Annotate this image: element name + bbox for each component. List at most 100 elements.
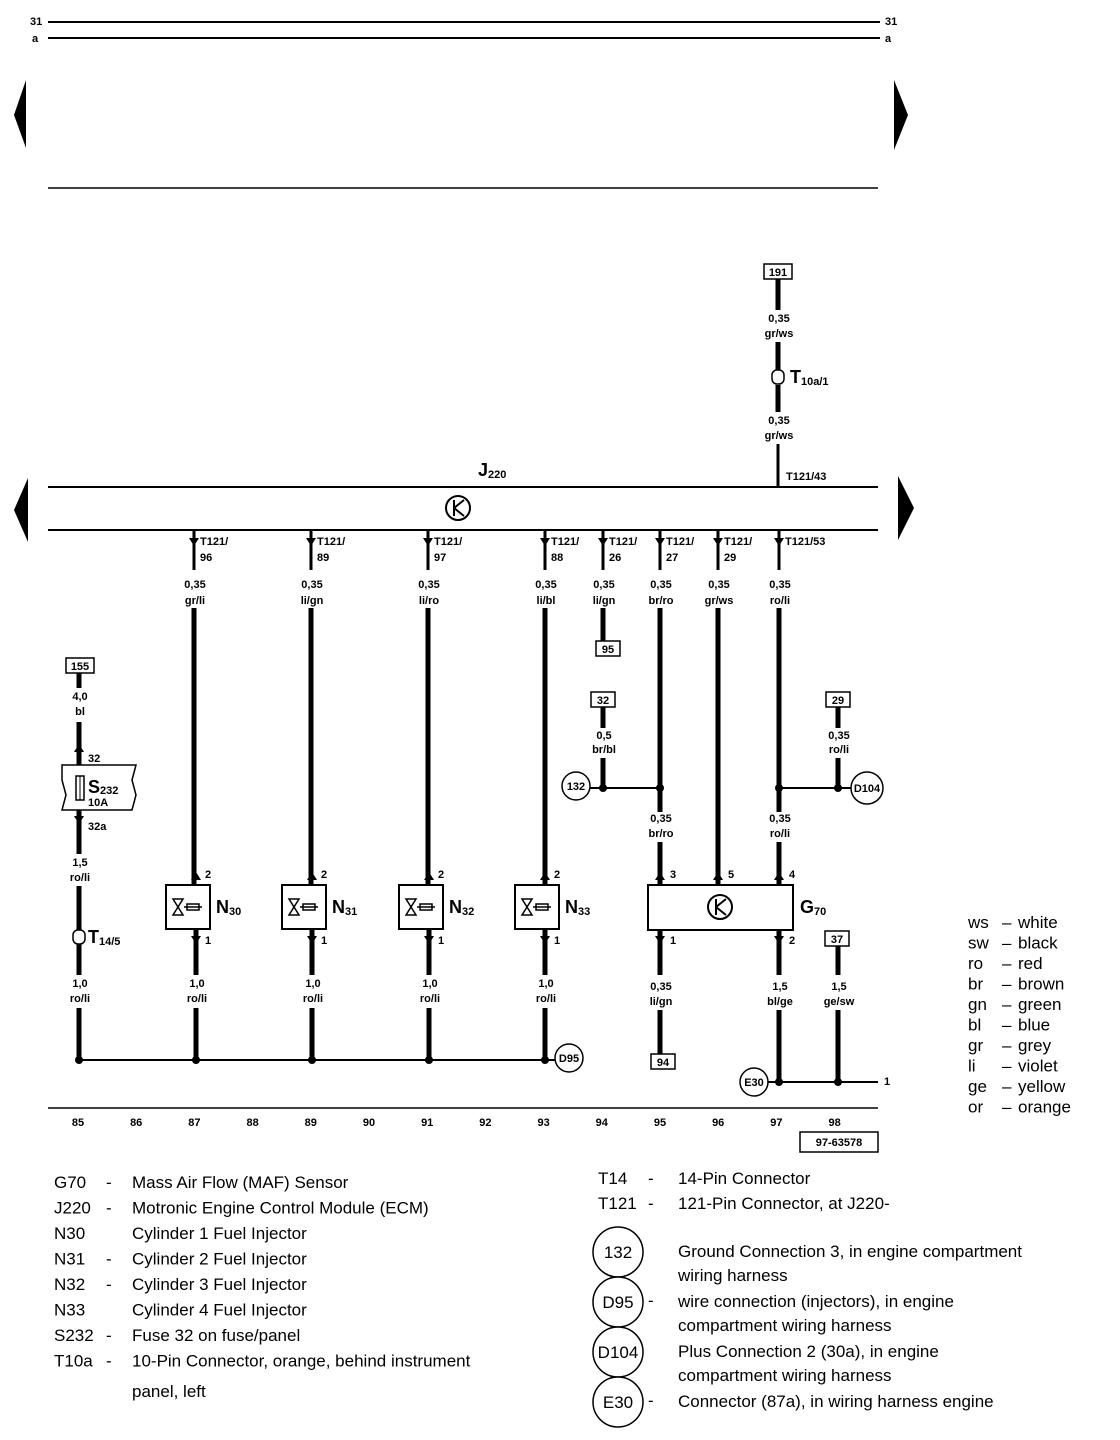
fuse-pin-in: 32: [88, 753, 100, 765]
g70-w3-gauge: 0,35: [650, 813, 671, 825]
legend-code: N33: [54, 1301, 85, 1320]
legend-code: G70: [54, 1173, 86, 1192]
legend-line2: compartment wiring harness: [678, 1316, 892, 1335]
svg-text:N32: N32: [449, 897, 474, 918]
color-dash: –: [1002, 995, 1012, 1014]
color-key: ws–whitesw–blackro–redbr–browngn–greenbl…: [967, 913, 1071, 1117]
legend-line2: wiring harness: [677, 1266, 788, 1285]
pin-num: 89: [317, 552, 329, 564]
fuse-sub: 232: [100, 785, 118, 797]
legend-line1: Ground Connection 3, in engine compartme…: [678, 1242, 1022, 1261]
injector-name: N: [565, 897, 578, 917]
pin-arrow-icon: [713, 538, 723, 546]
svg-text:S232: S232: [88, 777, 118, 797]
fuse-top-color: bl: [75, 706, 85, 718]
pin-arrow-icon: [189, 538, 199, 546]
t10a-label: T: [790, 367, 801, 387]
pin-label: T121/53: [785, 536, 825, 548]
pin-label: T121/: [200, 536, 228, 548]
next-page-arrow-icon-2[interactable]: [898, 476, 914, 540]
legend-line2: compartment wiring harness: [678, 1366, 892, 1385]
j220-sub: 220: [488, 469, 506, 481]
legend-circle-code: D95: [602, 1293, 633, 1312]
legend-code: T14: [598, 1169, 627, 1188]
ecm-pin-wires: T121/960,35gr/liT121/890,35li/gnT121/970…: [184, 530, 825, 885]
top-feed-lower-color: gr/ws: [765, 430, 794, 442]
e30-circle-icon: [739, 1067, 769, 1097]
injector-pin-bot: 1: [438, 935, 444, 947]
legend-circle-icon: [592, 1376, 644, 1428]
legend-dash: -: [106, 1352, 112, 1371]
rail-31-right: 31: [885, 16, 897, 28]
pin-color: li/gn: [593, 595, 616, 607]
color-dash: –: [1002, 975, 1012, 994]
color-code: bl: [968, 1016, 981, 1035]
pin-gauge: 0,35: [593, 579, 614, 591]
ecm-module-j220: J220: [48, 460, 878, 531]
g70-w2-color: bl/ge: [767, 996, 793, 1008]
pin-color: gr/li: [185, 595, 205, 607]
pin-label: T121/: [434, 536, 462, 548]
ref-155-label: 155: [71, 661, 89, 673]
color-name: green: [1018, 995, 1061, 1014]
color-name: blue: [1018, 1016, 1050, 1035]
svg-text:T10a/1: T10a/1: [790, 367, 829, 388]
g70-pin2: 2: [789, 935, 795, 947]
legend-text: Cylinder 4 Fuel Injector: [132, 1301, 307, 1320]
track-number: 91: [421, 1117, 433, 1129]
injector-name: N: [449, 897, 462, 917]
fuse-low-color: ro/li: [70, 872, 90, 884]
color-name: grey: [1018, 1036, 1052, 1055]
legend-code: J220: [54, 1199, 91, 1218]
g70-pin4: 4: [789, 869, 796, 881]
pin-gauge: 0,35: [418, 579, 439, 591]
track-number: 88: [246, 1117, 258, 1129]
g70-w1-color: li/gn: [650, 996, 673, 1008]
legend-text: Fuse 32 on fuse/panel: [132, 1326, 300, 1345]
injector-pin-top: 2: [438, 869, 444, 881]
pin-label: T121/: [317, 536, 345, 548]
next-page-arrow-icon[interactable]: [894, 80, 908, 150]
pin-color: ro/li: [770, 595, 790, 607]
color-dash: –: [1002, 1016, 1012, 1035]
pin-arrow-icon: [598, 538, 608, 546]
prev-page-arrow-icon[interactable]: [14, 80, 26, 148]
color-dash: –: [1002, 1057, 1012, 1076]
pin-num: 26: [609, 552, 621, 564]
track-number: 86: [130, 1117, 142, 1129]
legend-code: T10a: [54, 1352, 93, 1371]
prev-page-arrow-icon-2[interactable]: [14, 478, 28, 542]
injector-color: ro/li: [187, 993, 207, 1005]
svg-text:N33: N33: [565, 897, 590, 918]
pin-gauge: 0,35: [650, 579, 671, 591]
injector-pin-top: 2: [321, 869, 327, 881]
fuse-branch: 155 4,0 bl 32 S232 10A 32a 1,5 ro/li T14…: [61, 657, 137, 1060]
color-code: or: [968, 1098, 983, 1117]
ref-32-color: br/bl: [592, 744, 616, 756]
color-dash: –: [1002, 913, 1012, 932]
ref-32-gauge: 0,5: [596, 730, 611, 742]
ref-29-gauge: 0,35: [828, 730, 849, 742]
g70-sub: 70: [814, 906, 826, 918]
fuse-rating: 10A: [88, 797, 108, 809]
pin-num: 96: [200, 552, 212, 564]
rail-31: 31 31 a a: [30, 16, 897, 45]
injector-gauge: 1,0: [189, 978, 204, 990]
track-number: 97: [770, 1117, 782, 1129]
d95-label: D95: [559, 1053, 579, 1065]
color-dash: –: [1002, 954, 1012, 973]
pin-label: T121/: [551, 536, 579, 548]
color-code: ge: [968, 1077, 987, 1096]
pin-gauge: 0,35: [708, 579, 729, 591]
color-name: black: [1018, 934, 1058, 953]
top-feed: 191 0,35 gr/ws T10a/1 0,35 gr/ws T121/43: [763, 263, 829, 487]
svg-text:N30: N30: [216, 897, 241, 918]
ref-191-label: 191: [769, 267, 787, 279]
connector-t14-icon: [72, 929, 86, 945]
legend-dash: -: [648, 1194, 654, 1213]
